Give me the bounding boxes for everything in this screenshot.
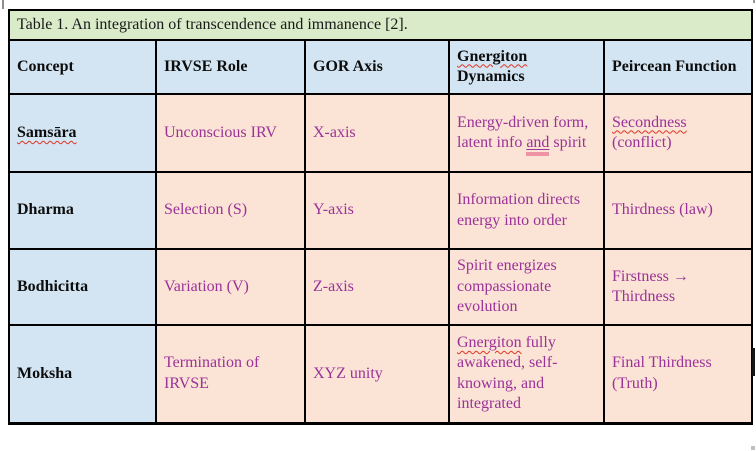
text-insertion-cursor [752,348,755,376]
data-cell: Z-axis [304,248,450,326]
data-cell: Y-axis [304,171,450,250]
concept-cell: Samsāra [8,93,157,173]
table-head: Table 1. An integration of transcendence… [8,9,753,95]
text-segment: GOR Axis [313,57,383,75]
text-segment: Y-axis [313,201,354,219]
table-header-row: Concept IRVSE Role GOR Axis Gnergiton Dy… [8,39,753,95]
text-segment: Dynamics [457,68,525,85]
data-cell: Unconscious IRV [155,93,306,173]
concept-cell: Moksha [8,324,157,424]
column-header-gnergiton-dynamics: Gnergiton Dynamics [448,39,605,95]
data-cell: XYZ unity [304,324,450,424]
data-cell: Variation (V) [155,248,306,326]
data-cell: Thirdness (law) [603,171,753,250]
table-resize-handle[interactable] [751,446,755,450]
table-row: Moksha Termination of IRVSE XYZ unity Gnerg… [8,324,753,424]
text-segment: Information directs energy into order [457,191,581,229]
editor-margin-tick [2,0,4,9]
text-segment: fully awakened, self-knowing, and integr… [457,333,558,413]
table-body: Samsāra Unconscious IRV X-axis Energy-drive… [8,93,753,424]
text-segment: Peircean Function [612,57,737,75]
data-cell: X-axis [304,93,450,173]
data-cell: Selection (S) [155,171,306,250]
table-row: Bodhicitta Variation (V) Z-axis Spirit ener… [8,248,753,326]
misspelled-text: Gnergiton [457,333,522,351]
text-segment: XYZ unity [313,364,383,382]
text-segment: IRVSE Role [164,57,248,75]
table-row: Samsāra Unconscious IRV X-axis Energy-drive… [8,93,753,173]
text-segment: Bodhicitta [17,277,89,295]
text-segment: Moksha [17,364,73,382]
data-cell: Final Thirdness (Truth) [603,324,753,424]
text-segment: (conflict) [612,134,672,151]
text-segment: Dharma [17,201,74,219]
text-segment: Spirit energizes compassionate evolution [457,257,557,316]
text-segment: Unconscious IRV [164,123,277,141]
data-cell: Secondness (conflict) [603,93,753,173]
text-segment: Z-axis [313,277,354,295]
grammar-marked-text: and [526,134,550,156]
concept-cell: Bodhicitta [8,248,157,326]
misspelled-text: Gnergiton [457,47,528,65]
data-cell: Termination of IRVSE [155,324,306,424]
data-cell: Gnergiton fully awakened, self-knowing, … [448,324,605,424]
data-cell: Spirit energizes compassionate evolution [448,248,605,326]
misspelled-text: Samsāra [17,123,77,141]
column-header-gor-axis: GOR Axis [304,39,450,95]
integration-table: Table 1. An integration of transcendence… [8,9,753,425]
misspelled-text: Secondness [612,113,687,131]
text-segment: Termination of IRVSE [164,354,260,392]
text-segment: Thirdness (law) [612,201,713,219]
data-cell: Firstness → Thirdness [603,248,753,326]
text-segment: Selection (S) [164,201,248,219]
data-cell: Energy-driven form, latent info and spir… [448,93,605,173]
text-segment: Final Thirdness (Truth) [612,354,712,392]
column-header-peircean-function: Peircean Function [603,39,753,95]
text-segment: Variation (V) [164,277,249,295]
text-segment: Concept [17,57,74,75]
table-row: Dharma Selection (S) Y-axis Information dir… [8,171,753,250]
editor-margin-tick [753,0,755,3]
text-segment: spirit [549,134,587,151]
data-cell: Information directs energy into order [448,171,605,250]
table-title: Table 1. An integration of transcendence… [8,9,753,41]
concept-cell: Dharma [8,171,157,250]
text-segment: Energy-driven form, latent info [457,113,589,151]
table-title-row: Table 1. An integration of transcendence… [8,9,753,41]
text-segment: Firstness → Thirdness [612,267,689,305]
column-header-concept: Concept [8,39,157,95]
column-header-irvse-role: IRVSE Role [155,39,306,95]
text-segment: X-axis [313,123,356,141]
